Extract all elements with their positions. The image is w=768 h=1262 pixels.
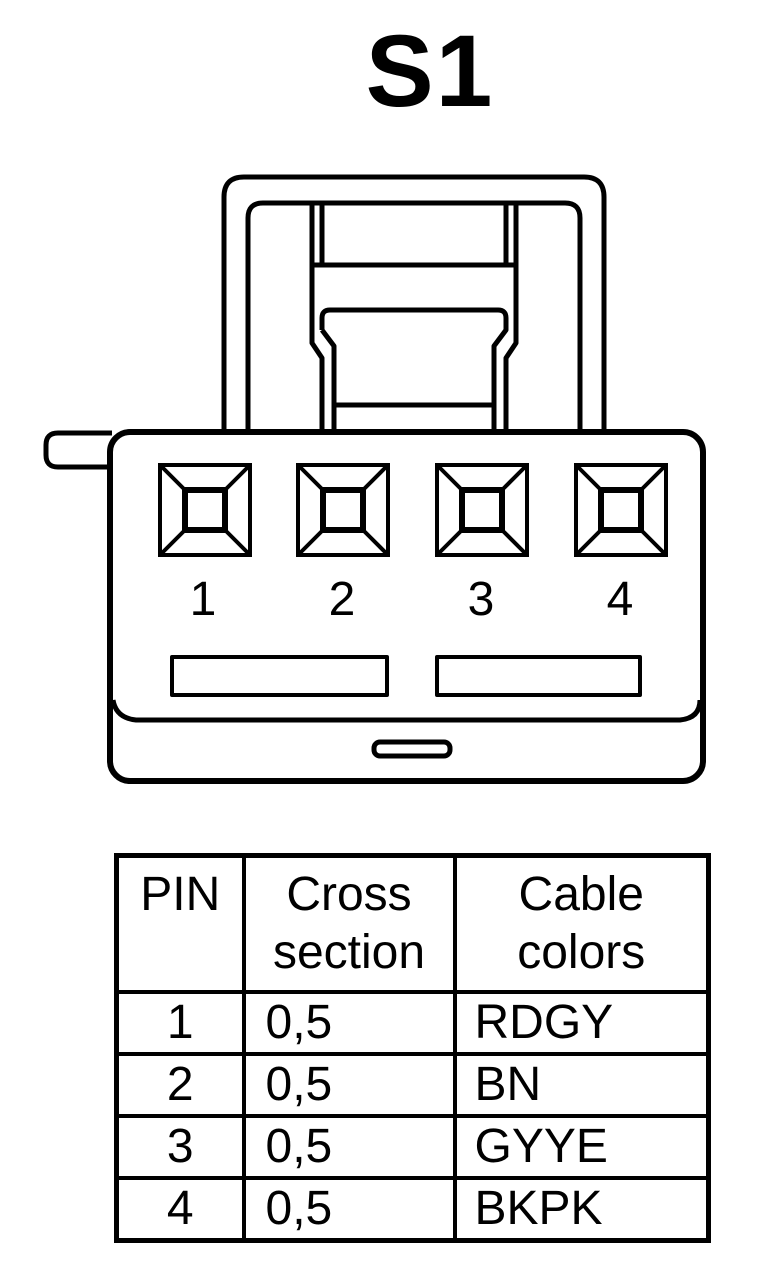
- cell-cross-section: 0,5: [241, 1052, 457, 1118]
- pin-socket-2: [296, 463, 390, 557]
- pin-table: PIN Cross section Cable colors 1 0,5 RDG…: [114, 853, 711, 1243]
- bottom-slot: [371, 739, 453, 759]
- latch-tongue-outer: [309, 203, 325, 430]
- latch-step-l: [320, 328, 337, 430]
- header-cable-colors-line1: Cable: [518, 868, 644, 921]
- connector-diagram: 1 2 3 4: [43, 174, 706, 784]
- header-pin: PIN: [114, 853, 246, 994]
- pin-number-1: 1: [190, 573, 217, 626]
- connector-title: S1: [365, 14, 495, 128]
- cell-cable-color: GYYE: [452, 1114, 711, 1180]
- header-cable-colors: Cable colors: [452, 853, 711, 994]
- pin-socket-4: [574, 463, 668, 557]
- cell-cable-color: BN: [452, 1052, 711, 1118]
- table-row: 2 0,5 BN: [114, 1052, 711, 1118]
- pin-number-4: 4: [607, 573, 634, 626]
- header-cable-colors-line2: colors: [517, 926, 646, 979]
- latch-outer: [221, 174, 607, 430]
- window-left: [170, 655, 389, 697]
- table-header-row: PIN Cross section Cable colors: [114, 853, 711, 994]
- cell-pin: 4: [114, 1176, 246, 1243]
- table-row: 4 0,5 BKPK: [114, 1176, 711, 1243]
- cell-cross-section: 0,5: [241, 1114, 457, 1180]
- latch-inner: [245, 200, 583, 430]
- latch-tongue-outer-r: [503, 203, 519, 430]
- pin-sockets: [158, 463, 668, 557]
- table-row: 1 0,5 RDGY: [114, 990, 711, 1056]
- latch-step: [319, 307, 509, 430]
- cell-cable-color: RDGY: [452, 990, 711, 1056]
- header-pin-line1: PIN: [140, 868, 221, 921]
- connector-body: [107, 429, 706, 784]
- body-lower-edge: [110, 699, 703, 723]
- side-tab: [43, 430, 112, 470]
- cell-pin: 2: [114, 1052, 246, 1118]
- header-cross-section-line2: section: [272, 926, 426, 979]
- cell-cable-color: BKPK: [452, 1176, 711, 1243]
- header-cross-section-line1: Cross: [286, 868, 412, 921]
- table-row: 3 0,5 GYYE: [114, 1114, 711, 1180]
- cell-cross-section: 0,5: [241, 1176, 457, 1243]
- pin-socket-3: [435, 463, 529, 557]
- header-cross-section: Cross section: [241, 853, 457, 994]
- cell-cross-section: 0,5: [241, 990, 457, 1056]
- cell-pin: 3: [114, 1114, 246, 1180]
- pin-socket-1: [158, 463, 252, 557]
- pin-number-2: 2: [329, 573, 356, 626]
- pin-number-3: 3: [468, 573, 495, 626]
- cell-pin: 1: [114, 990, 246, 1056]
- window-right: [435, 655, 642, 697]
